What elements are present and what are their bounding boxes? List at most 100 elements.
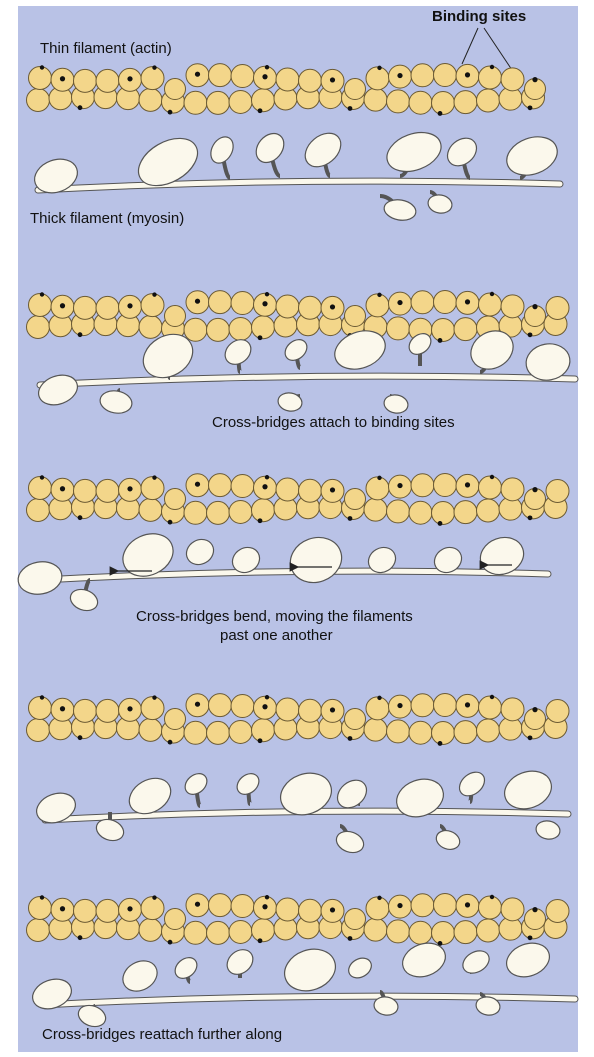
- actin-bead: [364, 918, 387, 941]
- binding-site-dot: [438, 521, 443, 526]
- actin-bead: [229, 500, 252, 523]
- actin-bead: [252, 919, 275, 942]
- actin-bead: [345, 489, 366, 510]
- binding-site-dot: [78, 105, 83, 110]
- binding-site-dot: [40, 695, 44, 699]
- binding-site-dot: [438, 111, 443, 116]
- actin-bead: [409, 721, 432, 744]
- actin-bead: [345, 306, 366, 327]
- actin-bead: [231, 65, 254, 88]
- actin-bead: [29, 67, 52, 90]
- actin-bead: [207, 91, 230, 114]
- actin-bead: [29, 477, 52, 500]
- actin-bead: [501, 698, 524, 721]
- actin-bead: [345, 709, 366, 730]
- actin-bead: [209, 64, 232, 87]
- myosin-filament-power-stroke: [16, 526, 548, 614]
- step-bend-caption-line1: Cross-bridges bend, moving the filaments: [136, 608, 413, 625]
- actin-bead: [209, 694, 232, 717]
- actin-bead: [96, 296, 119, 319]
- actin-bead: [207, 501, 230, 524]
- actin-bead: [74, 479, 97, 502]
- binding-site-dot: [60, 906, 65, 911]
- actin-bead: [229, 90, 252, 113]
- actin-bead: [366, 67, 389, 90]
- myosin-head: [206, 133, 237, 167]
- thin-filament-label: Thin filament (actin): [40, 40, 172, 57]
- myosin-head: [182, 535, 218, 570]
- myosin-head: [28, 974, 75, 1014]
- actin-bead: [139, 498, 162, 521]
- binding-site-dot: [348, 736, 353, 741]
- actin-bead: [96, 699, 119, 722]
- actin-bead: [276, 698, 299, 721]
- binding-site-dot: [532, 707, 537, 712]
- actin-bead: [139, 718, 162, 741]
- myosin-head: [281, 335, 311, 364]
- actin-bead: [207, 721, 230, 744]
- binding-site-dot: [258, 938, 263, 943]
- actin-bead: [501, 478, 524, 501]
- myosin-head: [333, 828, 366, 856]
- binding-site-dot: [152, 895, 156, 899]
- actin-bead: [74, 899, 97, 922]
- actin-bead: [74, 69, 97, 92]
- binding-site-dot: [397, 300, 402, 305]
- binding-site-dot: [265, 895, 269, 899]
- actin-bead: [477, 719, 500, 742]
- actin-bead: [231, 895, 254, 918]
- myosin-head: [220, 335, 256, 370]
- binding-site-dot: [377, 66, 381, 70]
- actin-bead: [184, 721, 207, 744]
- myosin-head: [442, 133, 482, 172]
- myosin-head: [279, 942, 342, 997]
- binding-site-dot: [60, 303, 65, 308]
- myosin-head: [299, 126, 348, 173]
- actin-bead: [434, 694, 457, 717]
- actin-bead: [207, 921, 230, 944]
- binding-site-dot: [490, 292, 494, 296]
- step-bend-caption-line2: past one another: [220, 627, 333, 644]
- myosin-head: [181, 769, 211, 798]
- binding-site-dot: [532, 77, 537, 82]
- binding-site-dot: [438, 338, 443, 343]
- myosin-head: [171, 953, 201, 982]
- actin-bead: [139, 88, 162, 111]
- actin-bead: [299, 296, 322, 319]
- myosin-head: [459, 946, 493, 977]
- myosin-head: [16, 558, 65, 597]
- myosin-head: [98, 388, 133, 415]
- actin-bead: [479, 66, 502, 89]
- actin-bead: [434, 474, 457, 497]
- binding-site-dot: [262, 904, 267, 909]
- actin-bead: [252, 499, 275, 522]
- binding-site-dot: [258, 335, 263, 340]
- actin-bead: [364, 718, 387, 741]
- binding-site-dot: [258, 738, 263, 743]
- actin-bead: [364, 88, 387, 111]
- actin-bead: [207, 318, 230, 341]
- binding-site-dot: [60, 486, 65, 491]
- actin-bead: [96, 69, 119, 92]
- actin-bead: [477, 499, 500, 522]
- binding-site-dot: [78, 735, 83, 740]
- binding-site-dot: [397, 903, 402, 908]
- binding-site-dot: [258, 518, 263, 523]
- actin-bead: [27, 316, 50, 339]
- binding-site-dot: [532, 907, 537, 912]
- actin-bead: [299, 479, 322, 502]
- binding-site-dot: [78, 332, 83, 337]
- actin-filament-detach: [27, 694, 570, 746]
- binding-site-dot: [168, 740, 173, 745]
- binding-site-dot: [465, 902, 470, 907]
- actin-bead: [165, 709, 186, 730]
- actin-bead: [252, 89, 275, 112]
- actin-bead: [276, 478, 299, 501]
- binding-site-dot: [152, 475, 156, 479]
- actin-bead: [387, 920, 410, 943]
- actin-bead: [454, 921, 477, 944]
- actin-bead: [229, 317, 252, 340]
- actin-bead: [454, 91, 477, 114]
- actin-bead: [479, 476, 502, 499]
